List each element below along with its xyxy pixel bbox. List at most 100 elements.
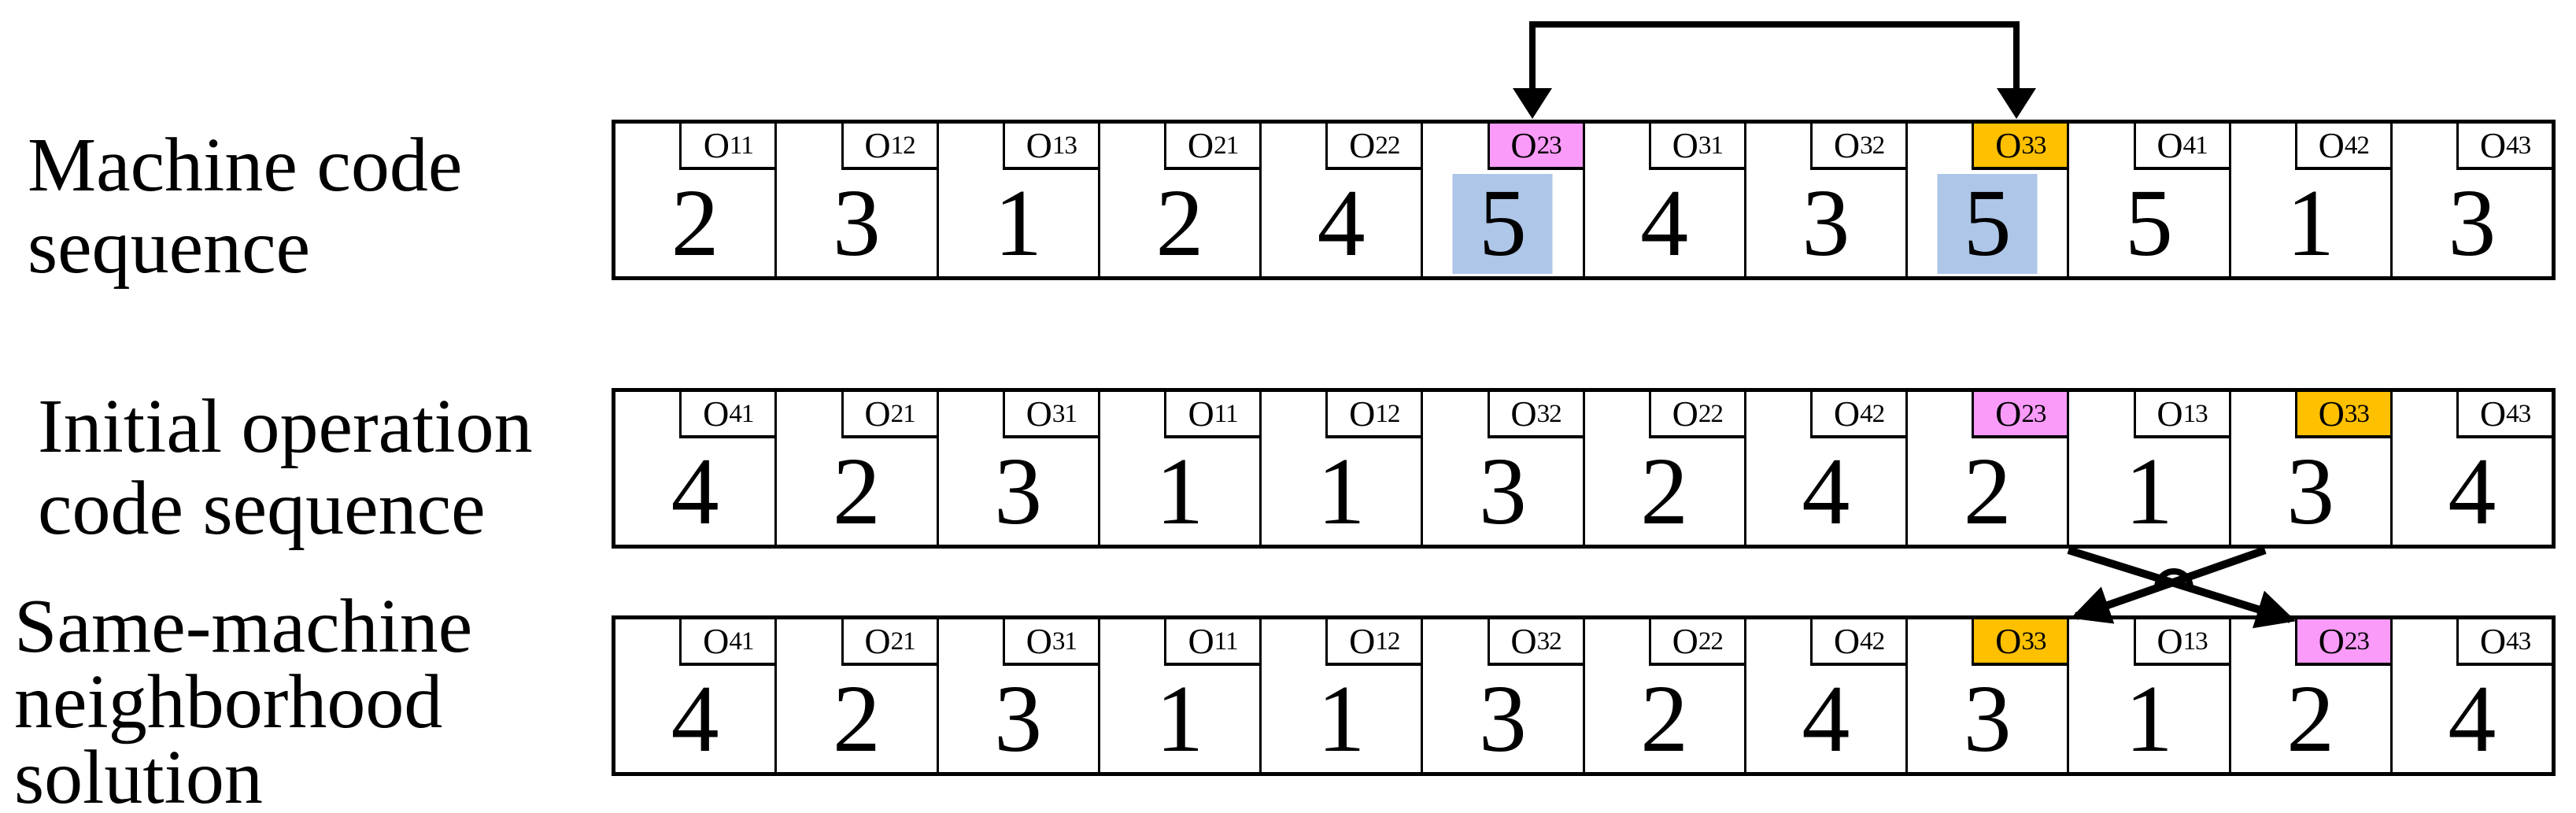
swap-arrow-o23 [2067, 546, 2297, 629]
cell-value-area: 5 [1908, 170, 2067, 276]
cell-value: 2 [1155, 169, 1204, 276]
label-line: Machine code [28, 123, 463, 208]
op-subscript: 23 [1536, 130, 1562, 160]
label-line: code sequence [38, 466, 486, 551]
op-symbol: O [1672, 620, 1698, 661]
cell-value-area: 4 [2393, 438, 2552, 545]
cell-value-area: 1 [939, 170, 1098, 276]
op-subscript: 43 [2506, 130, 2531, 160]
cell-value-area: 4 [1746, 666, 1905, 772]
top-swap-arrow [1513, 21, 2036, 119]
cell-value-area: 4 [2393, 666, 2552, 772]
op-symbol: O [1672, 393, 1698, 434]
cell-value-area: 3 [1908, 666, 2067, 772]
cell-value-area: 2 [1908, 438, 2067, 545]
op-symbol: O [1026, 124, 1052, 165]
cell-value-area: 2 [1100, 170, 1259, 276]
op-symbol: O [1187, 124, 1214, 165]
op-subscript: 11 [1214, 398, 1239, 428]
op-subscript: 13 [1051, 130, 1077, 160]
op-symbol: O [1995, 620, 2022, 661]
cell-value-area: 2 [1585, 438, 1744, 545]
label-line: solution [14, 735, 263, 813]
cell-value: 3 [2448, 169, 2497, 276]
cell-value-area: 1 [1262, 666, 1421, 772]
op-symbol: O [1510, 393, 1537, 434]
op-symbol: O [2318, 124, 2345, 165]
cell-value-area: 5 [2069, 170, 2228, 276]
op-symbol: O [1026, 620, 1052, 661]
op-symbol: O [1026, 393, 1052, 434]
cell-value: 2 [1640, 665, 1689, 772]
cell-value: 3 [1802, 169, 1850, 276]
cell-value: 2 [2286, 665, 2335, 772]
cell-value: 3 [2286, 438, 2335, 545]
op-subscript: 21 [1214, 130, 1239, 160]
cell-value-area: 4 [615, 438, 774, 545]
label-line: sequence [28, 205, 311, 290]
cell-value: 3 [1963, 665, 2012, 772]
op-symbol: O [1349, 124, 1376, 165]
op-subscript: 12 [1375, 398, 1400, 428]
cell-value-area: 1 [1262, 438, 1421, 545]
cell-value: 3 [832, 169, 881, 276]
op-symbol: O [1833, 124, 1861, 165]
op-subscript: 11 [1214, 626, 1239, 656]
op-subscript: 32 [1536, 626, 1562, 656]
cell-value: 1 [994, 169, 1043, 276]
arrowhead-down-right [1997, 88, 2036, 119]
cell-value: 2 [1963, 438, 2012, 545]
cell-value-area: 5 [1423, 170, 1582, 276]
op-subscript: 31 [1698, 130, 1724, 160]
cell-value-area: 3 [777, 170, 936, 276]
op-symbol: O [864, 124, 891, 165]
cell-value: 2 [671, 169, 719, 276]
cell-value-area: 2 [777, 666, 936, 772]
op-symbol: O [1510, 124, 1537, 165]
cell-value-area: 4 [1262, 170, 1421, 276]
value-highlight [1937, 174, 2038, 274]
cell-value: 1 [1155, 665, 1204, 772]
op-subscript: 41 [2182, 130, 2208, 160]
cell-value-area: 3 [939, 666, 1098, 772]
cross-swap-arrows [2067, 546, 2297, 629]
cell-value: 5 [1963, 169, 2012, 276]
